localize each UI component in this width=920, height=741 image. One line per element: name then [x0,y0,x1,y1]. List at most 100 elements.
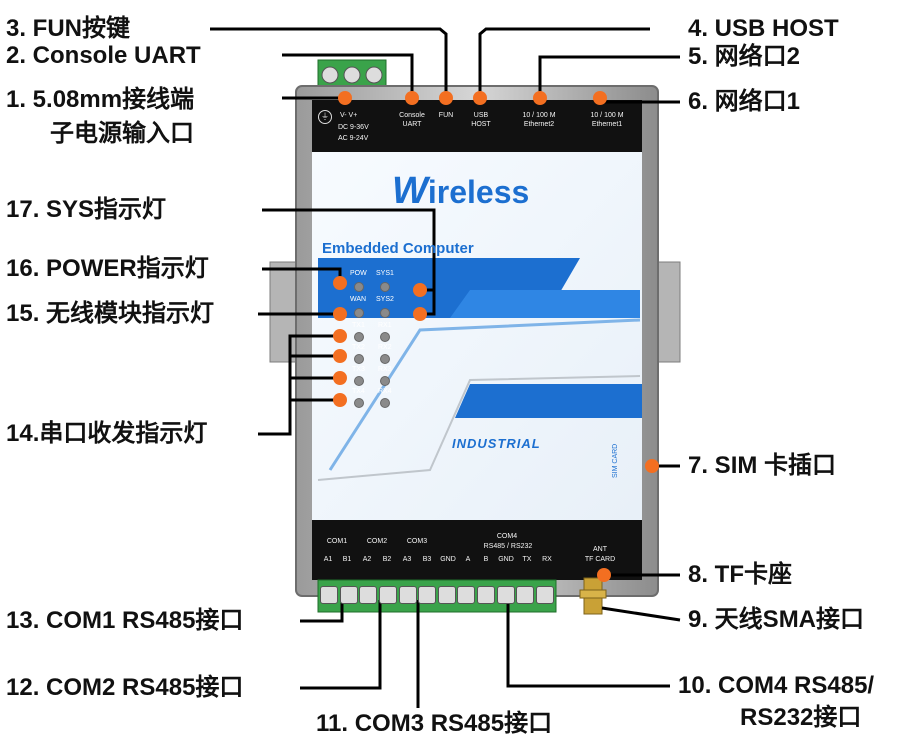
callout-16-power-led: 16. POWER指示灯 [6,255,209,282]
led-label-rx1: RX1 [378,322,392,329]
marker-tx3 [333,371,347,385]
led-label-tx1: TX1 [352,322,365,329]
led-wan [354,308,364,318]
led-tx3 [354,376,364,386]
led-tx1 [354,332,364,342]
terminal-screw [477,586,495,604]
eth1-label: Ethernet1 [591,121,623,128]
callout-6-eth1: 6. 网络口1 [688,88,801,115]
pin-a1: A1 [323,556,333,563]
fun-label: FUN [438,112,454,119]
com2-label: COM2 [366,538,388,545]
callout-10-com4-line2: RS232接口 [740,704,862,731]
terminal-screw [378,586,397,604]
callout-14-serial-led: 14.串口收发指示灯 [6,420,208,447]
marker-pow [333,276,347,290]
bottom-panel [312,520,642,580]
marker-wan [333,307,347,321]
pin-rx: RX [542,556,552,563]
led-label-pow: POW [350,270,367,277]
callout-12-com2: 12. COM2 RS485接口 [6,674,244,701]
led-rx2 [380,354,390,364]
terminal-screw [418,586,437,604]
power-terminal-block [317,59,387,91]
tf-card-label: TF CARD [584,556,616,563]
marker-power-input [338,91,352,105]
led-tx4 [354,398,364,408]
pin-gnd-com4: GND [498,556,514,563]
led-rx4 [380,398,390,408]
callout-8-tf: 8. TF卡座 [688,561,793,588]
pin-b3: B3 [422,556,432,563]
callout-15-wireless-led: 15. 无线模块指示灯 [6,300,215,327]
callout-1-power-line2: 子电源输入口 [50,120,194,147]
led-label-sys2: SYS2 [376,296,394,303]
led-label-tx2: TX2 [352,344,365,351]
callout-3-fun: 3. FUN按键 [6,15,131,42]
marker-eth1 [593,91,607,105]
leader-lines [210,27,681,708]
terminal-screw [359,586,378,604]
ant-label: ANT [593,546,607,553]
marker-tf [597,568,611,582]
antenna-sma-connector [579,577,607,615]
led-label-wan: WAN [350,296,367,303]
led-label-tx4: TX4 [352,388,365,395]
terminal-screw [320,586,338,604]
terminal-screw [496,586,515,604]
callout-4-usb: 4. USB HOST [688,15,839,42]
terminal-screw [339,586,358,604]
tagline: Embedded Computer [322,240,474,257]
led-label-rx4: RX4 [378,388,392,395]
com4-mode-label: RS485 / RS232 [483,543,533,550]
led-label-rx3: RX3 [378,366,392,373]
callout-10-com4: 10. COM4 RS485/ [678,672,875,699]
com4-label: COM4 [496,533,518,540]
marker-console [405,91,419,105]
power-pin-labels: V- V+ [340,112,358,119]
marker-tx1 [333,329,347,343]
blue-band-inner [450,290,640,318]
pin-a: A [465,556,471,563]
marker-tx2 [333,349,347,363]
grey-swoosh-line [317,375,641,481]
callout-11-com3: 11. COM3 RS485接口 [316,710,553,737]
led-sys1 [380,282,390,292]
industrial-label: INDUSTRIAL [452,436,541,451]
pin-gnd: GND [440,556,456,563]
marker-sys1 [413,283,427,297]
led-sys2 [380,308,390,318]
uart-label: UART [402,121,422,128]
terminal-screw [457,586,476,604]
usb-label: USB [473,112,489,119]
terminal-screw [398,586,417,604]
ac-range-label: AC 9-24V [338,135,369,142]
top-panel [312,100,642,152]
eth2-speed-label: 10 / 100 M [522,112,556,119]
callout-7-sim: 7. SIM 卡插口 [688,452,837,479]
pin-b2: B2 [382,556,392,563]
led-rx3 [380,376,390,386]
marker-sim [645,459,659,473]
brand-name-rest: ireless [427,174,530,210]
pin-tx: TX [522,556,532,563]
brand-logo: Wireless [392,170,529,213]
sim-card-label: SIM CARD [612,443,619,478]
ground-icon: ⏚ [318,110,332,124]
console-label: Console [399,112,425,119]
eth1-speed-label: 10 / 100 M [590,112,624,119]
marker-fun [439,91,453,105]
callout-13-com1: 13. COM1 RS485接口 [6,607,244,634]
led-label-sys1: SYS1 [376,270,394,277]
com3-label: COM3 [406,538,428,545]
pin-a3: A3 [402,556,412,563]
blue-band-bottom [455,384,642,418]
marker-eth2 [533,91,547,105]
callout-5-eth2: 5. 网络口2 [688,43,801,70]
marker-sys2 [413,307,427,321]
front-face [312,152,642,520]
marker-usb [473,91,487,105]
host-label: HOST [471,121,491,128]
callout-9-sma: 9. 天线SMA接口 [688,606,865,633]
callout-1-power: 1. 5.08mm接线端 [6,86,195,113]
